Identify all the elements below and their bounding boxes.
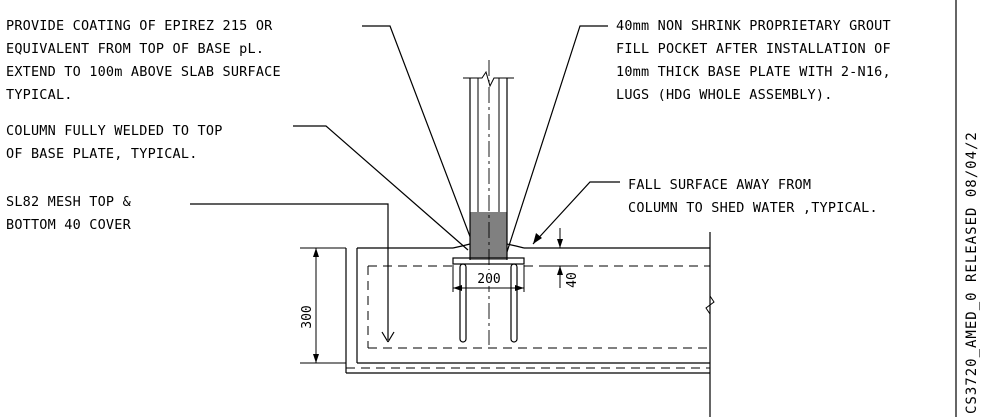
note-mesh: SL82 MESH TOP & BOTTOM 40 COVER <box>6 194 132 233</box>
dim-200-arrow-right <box>515 285 524 291</box>
dimensions: 200 300 40 <box>300 228 580 364</box>
dim-300-arrow-bottom <box>313 354 319 363</box>
note-coating: PROVIDE COATING OF EPIREZ 215 OR EQUIVAL… <box>6 18 281 103</box>
pocket-fillet-right <box>506 243 525 249</box>
dim-200-arrow-left <box>453 285 462 291</box>
dim-200-label-bg <box>472 270 506 286</box>
note-grout-line-4: LUGS (HDG WHOLE ASSEMBLY). <box>616 87 833 103</box>
leader-coating <box>362 25 478 256</box>
leader-mesh <box>190 203 389 340</box>
title-strip: CS3720_AMED_0 RELEASED 08/04/2 <box>955 0 980 417</box>
column-break-line <box>463 70 514 88</box>
note-coating-line-3: EXTEND TO 100m ABOVE SLAB SURFACE <box>6 64 281 80</box>
note-column-line-2: OF BASE PLATE, TYPICAL. <box>6 146 198 162</box>
dim-40-arrow-top <box>557 239 563 248</box>
note-coating-line-1: PROVIDE COATING OF EPIREZ 215 OR <box>6 18 273 34</box>
base-plate-assembly <box>452 243 525 343</box>
leader-column <box>293 125 469 251</box>
note-mesh-line-1: SL82 MESH TOP & <box>6 194 132 210</box>
leader-fall <box>532 181 620 245</box>
pocket-fillet-left <box>452 243 471 249</box>
base-plate <box>452 257 525 265</box>
note-column: COLUMN FULLY WELDED TO TOP OF BASE PLATE… <box>6 123 223 162</box>
note-mesh-line-2: BOTTOM 40 COVER <box>6 217 132 233</box>
note-fall-line-2: COLUMN TO SHED WATER ,TYPICAL. <box>628 200 878 216</box>
steel-column <box>463 60 514 345</box>
grout-fill <box>470 212 507 260</box>
note-fall-line-1: FALL SURFACE AWAY FROM <box>628 177 811 193</box>
slab-break-symbol <box>705 295 715 315</box>
lug-left <box>459 263 467 343</box>
leader-mesh-tick-a <box>381 331 389 343</box>
leader-lines <box>190 25 620 343</box>
note-column-line-1: COLUMN FULLY WELDED TO TOP <box>6 123 223 139</box>
note-fall: FALL SURFACE AWAY FROM COLUMN TO SHED WA… <box>628 177 878 216</box>
note-grout-line-2: FILL POCKET AFTER INSTALLATION OF <box>616 41 891 57</box>
note-grout-line-3: 10mm THICK BASE PLATE WITH 2-N16, <box>616 64 891 80</box>
note-grout-line-1: 40mm NON SHRINK PROPRIETARY GROUT <box>616 18 891 34</box>
dim-200-label: 200 <box>477 272 500 287</box>
note-coating-line-4: TYPICAL. <box>6 87 73 103</box>
note-grout: 40mm NON SHRINK PROPRIETARY GROUT FILL P… <box>616 18 891 103</box>
dim-300-arrow-top <box>313 248 319 257</box>
dim-300-label: 300 <box>300 305 315 328</box>
dim-40-arrow-bottom <box>557 266 563 275</box>
leader-mesh-tick-b <box>387 331 395 343</box>
note-coating-line-2: EQUIVALENT FROM TOP OF BASE pL. <box>6 41 264 57</box>
dim-40-label: 40 <box>565 272 580 288</box>
leader-fall-arrowhead <box>533 233 542 244</box>
release-stamp: CS3720_AMED_0 RELEASED 08/04/2 <box>964 131 980 414</box>
concrete-slab <box>345 232 715 417</box>
lug-right <box>510 263 518 343</box>
leader-grout <box>505 25 608 256</box>
